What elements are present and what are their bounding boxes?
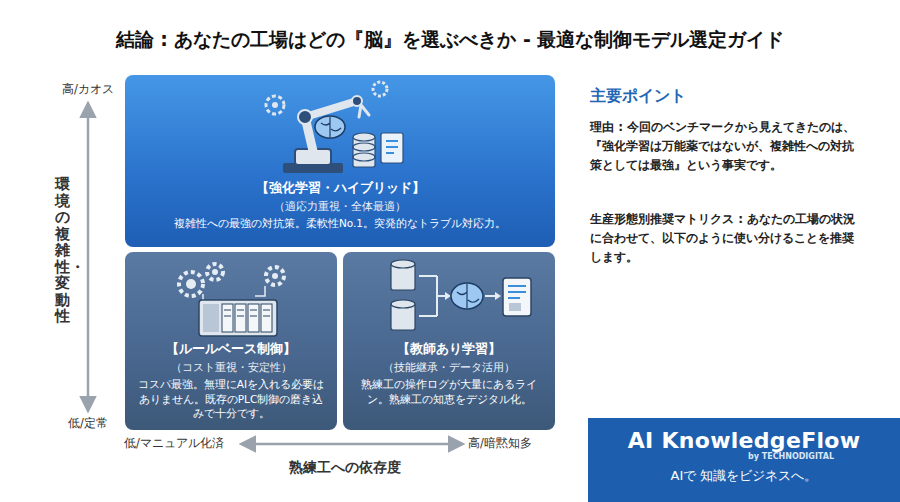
data-brain-illustration <box>343 254 555 344</box>
axis-end-label: 低/マニュアル化済 <box>124 436 224 451</box>
robot-arm-illustration <box>125 75 555 185</box>
axis-end-label: 低/定常 <box>52 416 124 431</box>
axis-end-label: 高/カオス <box>52 82 124 97</box>
box-heading: 【ルールベース制御】 <box>137 340 325 358</box>
axis-end-label: 高/暗黙知多 <box>468 436 532 451</box>
quadrant-box: 【教師あり学習】 （技能継承・データ活用） 熟練工の操作ログが大量にあるライン。熟練… <box>343 252 555 430</box>
box-subheading: （適応力重視・全体最適） <box>145 200 535 214</box>
text-stack: AI KnowledgeFlowby TECHNODIGITAL AIで 知識をビ… <box>602 428 886 498</box>
note-paragraph: 生産形態別推奨マトリクス : あなたの工場の状況に合わせて、以下のように使い分け… <box>590 210 865 268</box>
quadrant-box: 【ルールベース制御】 （コスト重視・安定性） コスパ最強。無理にAIを入れる必要はあ… <box>125 252 337 430</box>
note-paragraph: 理由 : 今回のベンチマークから見えてきたのは、『強化学習は万能薬ではないが、複… <box>590 118 865 176</box>
logo-panel: AI KnowledgeFlowby TECHNODIGITAL AIで 知識をビ… <box>588 418 900 502</box>
box-heading: AI KnowledgeFlow <box>602 428 886 453</box>
box-body: 複雑性への最強の対抗策。柔軟性No.1。突発的なトラブル対応力。 <box>145 216 535 231</box>
box-heading: 【強化学習・ハイブリッド】 <box>145 179 535 197</box>
box-subheading: by TECHNODIGITAL <box>602 452 886 461</box>
text-stack: 【ルールベース制御】 （コスト重視・安定性） コスパ最強。無理にAIを入れる必要はあ… <box>137 340 325 426</box>
section-heading: 主要ポイント <box>590 86 880 107</box>
box-body: コスパ最強。無理にAIを入れる必要はありません。既存のPLC制御の磨き込みで十分… <box>137 377 325 421</box>
diagram-title: 結論 : あなたの工場はどの『脳』を選ぶべきか - 最適な制御モデル選定ガイド <box>0 27 900 53</box>
gear-plc-illustration <box>125 254 337 344</box>
axis-title: 熟練工への依存度 <box>200 459 490 477</box>
box-subheading: （コスト重視・安定性） <box>137 361 325 375</box>
quadrant-box: 【強化学習・ハイブリッド】 （適応力重視・全体最適） 複雑性への最強の対抗策。柔軟性… <box>125 75 555 247</box>
horizontal-axis-arrow <box>242 443 462 446</box>
text-stack: 【教師あり学習】 （技能継承・データ活用） 熟練工の操作ログが大量にあるライン。熟練… <box>355 340 543 426</box>
text-stack: 【強化学習・ハイブリッド】 （適応力重視・全体最適） 複雑性への最強の対抗策。柔軟性… <box>145 179 535 243</box>
vertical-axis-arrow <box>87 104 90 410</box>
box-subheading: （技能継承・データ活用） <box>355 361 543 375</box>
axis-title: 環境の複雑性・変動性 <box>55 176 70 325</box>
box-heading: 【教師あり学習】 <box>355 340 543 358</box>
box-body: AIで 知識をビジネスへ。 <box>602 467 886 485</box>
box-body: 熟練工の操作ログが大量にあるライン。熟練工の知恵をデジタル化。 <box>355 377 543 406</box>
